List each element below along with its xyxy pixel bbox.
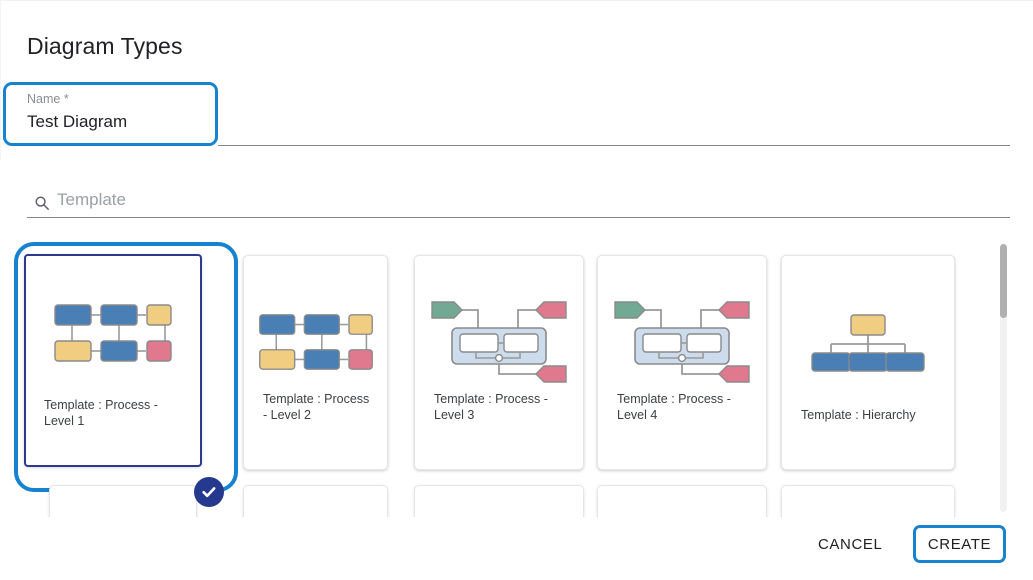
template-card-4[interactable]: Template : Hierarchy (781, 255, 955, 470)
check-circle-icon (194, 477, 224, 507)
create-button[interactable]: CREATE (913, 525, 1006, 563)
template-card-next-row[interactable] (781, 485, 955, 517)
name-field-value[interactable]: Test Diagram (27, 112, 128, 131)
template-card-1[interactable]: Template : Process - Level 2 (243, 255, 388, 470)
template-card-3[interactable]: Template : Process - Level 4 (597, 255, 767, 470)
template-search-placeholder: Template (57, 190, 126, 209)
template-thumbnail-hierarchy-tree (782, 282, 954, 402)
template-card-2[interactable]: Template : Process - Level 3 (414, 255, 584, 470)
template-grid-scrollbar-thumb[interactable] (1000, 244, 1007, 318)
name-field-label: Name * (27, 92, 69, 106)
template-card-next-row[interactable] (414, 485, 584, 517)
create-button-label: CREATE (927, 535, 992, 553)
name-field[interactable]: Name * Test Diagram (3, 82, 218, 146)
page-title: Diagram Types (27, 33, 183, 59)
template-card-next-row[interactable] (597, 485, 767, 517)
template-thumbnail-process-swimlane (415, 282, 583, 402)
template-thumbnail-process-swimlane (598, 282, 766, 402)
template-card-next-row[interactable] (49, 485, 197, 517)
left-divider (0, 0, 1, 160)
name-field-underline (218, 145, 1010, 146)
template-card-next-row[interactable] (243, 485, 388, 517)
template-search-field[interactable]: Template (27, 190, 1010, 218)
template-grid: Template : Process - Level 1 (0, 232, 1033, 517)
search-icon (34, 195, 50, 211)
cancel-button[interactable]: CANCEL (812, 532, 888, 557)
template-card-label-3: Template : Process - Level 4 (617, 392, 731, 422)
template-grid-scrollbar-track[interactable] (1000, 244, 1007, 512)
template-card-label-4: Template : Hierarchy (801, 408, 916, 422)
template-card-label-2: Template : Process - Level 3 (434, 392, 548, 422)
template-thumbnail-process-grid (26, 278, 200, 388)
top-divider (0, 0, 1033, 1)
name-field-focus-ring (3, 82, 218, 146)
template-card-0[interactable]: Template : Process - Level 1 (24, 254, 202, 467)
template-search-underline (27, 217, 1010, 218)
template-card-label-1: Template : Process - Level 2 (263, 392, 370, 422)
template-card-label-0: Template : Process - Level 1 (44, 398, 158, 428)
template-thumbnail-process-grid (244, 282, 387, 402)
